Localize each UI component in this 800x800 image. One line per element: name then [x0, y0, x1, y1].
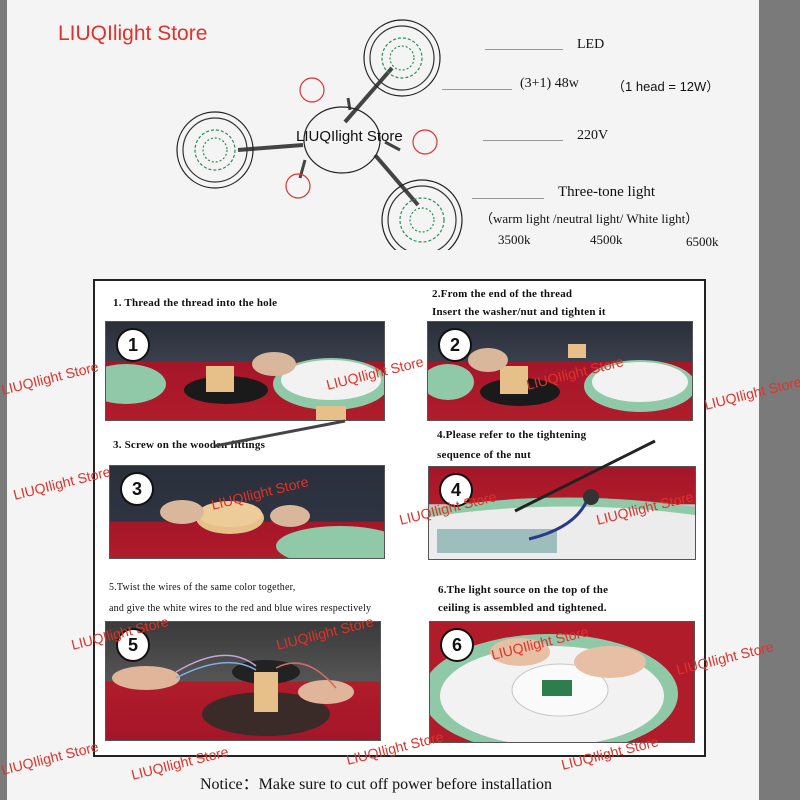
step-5-subtitle: and give the white wires to the red and … — [109, 603, 372, 614]
diagram-watermark: LIUQIlight Store — [296, 128, 403, 145]
spec-temp-white: 6500k — [686, 234, 719, 249]
step-4-photo: 4 — [428, 466, 696, 560]
step-5-photo: 5 — [105, 621, 381, 741]
step-1-badge: 1 — [116, 328, 150, 362]
store-title: LIUQIlight Store — [58, 22, 208, 45]
step-6-title: 6.The light source on the top of the — [438, 584, 609, 596]
step-5-badge: 5 — [116, 628, 150, 662]
step-4-title: 4.Please refer to the tightening — [437, 429, 587, 441]
step-2-title: 2.From the end of the thread — [432, 288, 573, 300]
spec-tones: （warm light /neutral light/ White light） — [480, 211, 699, 226]
spec-power: (3+1) 48w — [520, 76, 579, 91]
watermark: LIUQIlight Store — [0, 358, 101, 398]
lamp-head-right — [381, 179, 463, 250]
lamp-head-top — [363, 19, 441, 97]
spec-light: Three-tone light — [558, 184, 656, 200]
spec-temp-warm: 3500k — [498, 232, 531, 247]
watermark: LIUQIlight Store — [0, 738, 101, 778]
step-1-photo: 1 — [105, 321, 385, 421]
spec-leader-line — [442, 89, 512, 90]
left-border — [0, 0, 7, 800]
step-4-badge: 4 — [439, 473, 473, 507]
right-border — [759, 0, 800, 800]
step-6-badge: 6 — [440, 628, 474, 662]
step-2-photo: 2 — [427, 321, 693, 421]
step-6-subtitle: ceiling is assembled and tightened. — [438, 602, 607, 614]
installation-steps-panel: 1. Thread the thread into the hole 1 2.F… — [93, 279, 706, 757]
step-6-photo: 6 — [429, 621, 695, 743]
step-3-title: 3. Screw on the wooden fittings — [113, 439, 266, 451]
step-6-illustration — [430, 634, 678, 742]
spec-voltage: 220V — [577, 128, 609, 143]
notice-text: Notice：Make sure to cut off power before… — [200, 776, 553, 793]
lamp-diagram — [176, 19, 463, 250]
step-3-photo: 3 — [109, 465, 385, 559]
step-2-illustration — [428, 344, 692, 412]
spec-temp-neutral: 4500k — [590, 232, 623, 247]
spec-type: LED — [577, 37, 605, 52]
panel-accents — [214, 419, 656, 513]
spec-leader-line — [483, 140, 563, 141]
spec-power-note: （1 head = 12W） — [612, 79, 720, 94]
step-5-title: 5.Twist the wires of the same color toge… — [109, 582, 296, 593]
step-3-badge: 3 — [120, 472, 154, 506]
step-3-illustration — [160, 500, 384, 558]
step-4-subtitle: sequence of the nut — [437, 449, 531, 461]
step-4-illustration — [429, 489, 695, 559]
spec-leader-line — [485, 49, 563, 50]
step-2-subtitle: Insert the washer/nut and tighten it — [432, 306, 606, 318]
step-1-title: 1. Thread the thread into the hole — [113, 297, 278, 309]
lamp-head-left — [176, 111, 254, 189]
step-5-illustration — [112, 654, 354, 736]
step-1-illustration — [106, 352, 384, 420]
spec-leader-line — [472, 198, 544, 199]
step-2-badge: 2 — [438, 328, 472, 362]
